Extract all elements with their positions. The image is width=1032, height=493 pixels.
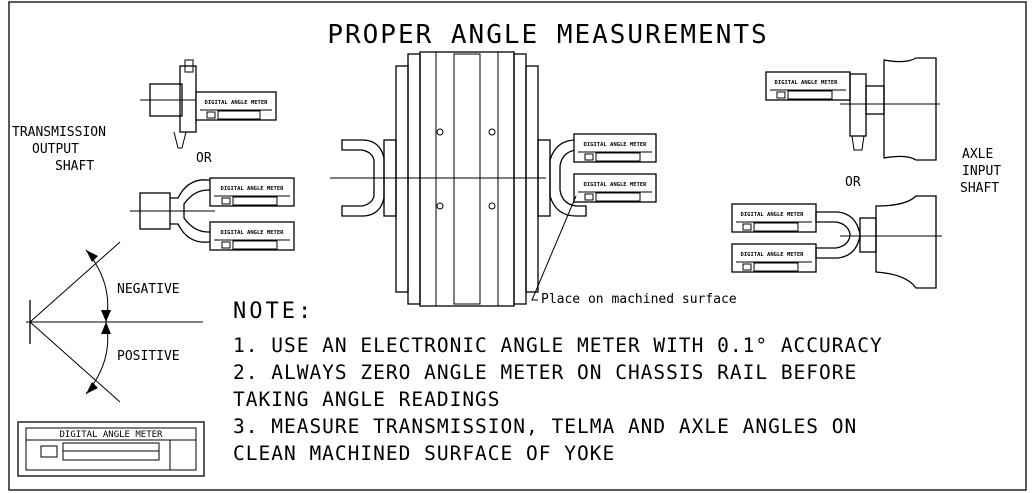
axle-yoke-top [840,57,940,161]
meter-label: DIGITAL ANGLE METER [584,142,648,148]
meter-axle-top: DIGITAL ANGLE METER [765,71,851,101]
machined-surface-leader [531,195,577,301]
meter-label: DIGITAL ANGLE METER [221,186,285,192]
meter-label: DIGITAL ANGLE METER [221,230,285,236]
meter-label: DIGITAL ANGLE METER [741,212,805,218]
note-line-1: 1. USE AN ELECTRONIC ANGLE METER WITH 0.… [233,334,883,357]
meter-label: DIGITAL ANGLE METER [584,182,648,188]
center-yoke-right [549,139,587,217]
meter-center-upper: DIGITAL ANGLE METER [573,133,657,163]
positive-label: POSITIVE [117,349,180,364]
meter-label: DIGITAL ANGLE METER [741,252,805,258]
meter-transmission-bottom-lower: DIGITAL ANGLE METER [209,221,295,251]
transmission-yoke-bottom [130,179,223,243]
transmission-label-line-1: TRANSMISSION [12,125,106,140]
or-label-left: OR [196,151,212,166]
axle-label-line-1: AXLE [962,147,993,162]
meter-center-lower: DIGITAL ANGLE METER [573,173,657,203]
zero-arrowhead-bottom [101,322,111,334]
axle-label-line-2: INPUT [962,164,1001,179]
axle-yoke-bottom [815,195,942,289]
meter-label: DIGITAL ANGLE METER [775,80,839,86]
or-label-right: OR [845,175,861,190]
machined-surface-label: Place on machined surface [541,292,737,307]
transmission-label-line-3: SHAFT [55,159,94,174]
meter-label: DIGITAL ANGLE METER [205,100,269,106]
meter-legend: DIGITAL ANGLE METER [17,421,205,477]
zero-arrowhead-top [101,310,111,322]
note-line-5: CLEAN MACHINED SURFACE OF YOKE [233,442,615,465]
meter-transmission-top: DIGITAL ANGLE METER [195,91,277,121]
negative-arrowhead [86,250,98,262]
angle-sign-diagram [26,241,203,403]
diagram-title: PROPER ANGLE MEASUREMENTS [327,20,768,50]
axle-label-line-3: SHAFT [960,181,999,196]
note-heading: NOTE: [233,299,314,324]
transmission-yoke-top [140,59,200,149]
note-line-4: 3. MEASURE TRANSMISSION, TELMA AND AXLE … [233,415,857,438]
transmission-label-line-2: OUTPUT [32,142,79,157]
note-line-2: 2. ALWAYS ZERO ANGLE METER ON CHASSIS RA… [233,361,857,384]
meter-axle-bottom-lower: DIGITAL ANGLE METER [731,243,817,273]
note-line-3: TAKING ANGLE READINGS [233,388,501,411]
negative-label: NEGATIVE [117,282,180,297]
retarder-body [383,51,551,307]
meter-transmission-bottom-upper: DIGITAL ANGLE METER [209,177,295,207]
meter-legend-label: DIGITAL ANGLE METER [60,430,164,440]
drawing-border [8,1,1027,491]
meter-axle-bottom-upper: DIGITAL ANGLE METER [731,203,817,233]
positive-arrowhead [86,382,98,394]
